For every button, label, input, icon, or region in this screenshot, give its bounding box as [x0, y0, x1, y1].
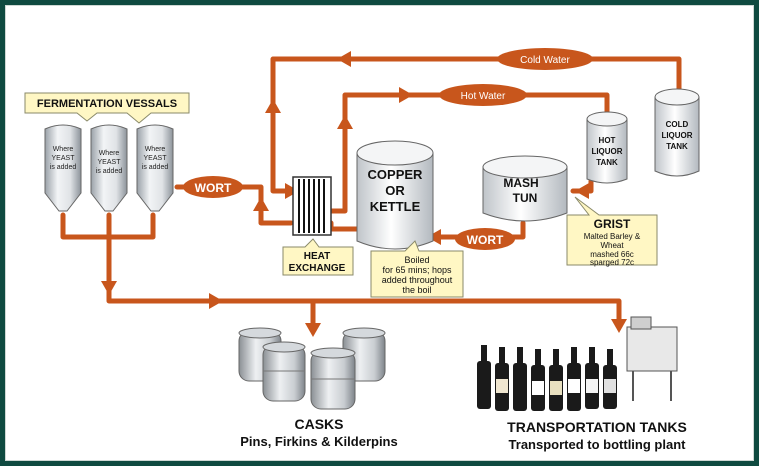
svg-text:WORT: WORT	[195, 181, 232, 195]
transport-title: TRANSPORTATION TANKS	[507, 419, 687, 435]
svg-text:Where: Where	[145, 146, 166, 153]
svg-text:OR: OR	[385, 183, 405, 198]
svg-text:KETTLE: KETTLE	[370, 199, 421, 214]
bottle-1	[477, 345, 491, 409]
svg-text:Where: Where	[53, 146, 74, 153]
svg-text:Cold Water: Cold Water	[520, 55, 570, 66]
wort-label-mash: WORT	[455, 228, 515, 250]
copper-boil-note: Boiled for 65 mins; hops added throughou…	[370, 240, 464, 298]
hot-liquor-tank: HOT LIQUOR TANK	[586, 111, 628, 184]
copper-kettle: COPPER OR KETTLE	[356, 140, 434, 250]
svg-text:YEAST: YEAST	[52, 155, 76, 162]
svg-text:TUN: TUN	[513, 191, 538, 205]
svg-text:LIQUOR: LIQUOR	[661, 131, 692, 140]
flow-arrows	[101, 51, 627, 337]
svg-text:Hot Water: Hot Water	[461, 91, 506, 102]
svg-text:HOT: HOT	[599, 136, 616, 145]
heat-exchange-label: HEAT EXCHANGE	[282, 238, 354, 276]
svg-text:YEAST: YEAST	[144, 155, 168, 162]
bottle-6	[567, 347, 581, 411]
cold-water-label: Cold Water	[497, 48, 593, 70]
casks-subtitle: Pins, Firkins & Kilderpins	[240, 434, 397, 449]
mash-tun: MASH TUN	[482, 155, 568, 222]
heat-exchanger	[292, 176, 332, 236]
svg-text:Wheat: Wheat	[600, 241, 624, 250]
cask-3	[262, 341, 306, 402]
bottle-7	[585, 347, 599, 409]
svg-text:sparged 72c: sparged 72c	[590, 258, 634, 267]
svg-text:HEAT: HEAT	[304, 251, 330, 262]
svg-text:Where: Where	[99, 150, 120, 157]
cold-water-pipe	[270, 56, 682, 194]
svg-text:MASH: MASH	[503, 176, 538, 190]
transport-subtitle: Transported to bottling plant	[509, 437, 687, 452]
svg-text:is added: is added	[50, 164, 77, 171]
wort-label-fermenters: WORT	[183, 176, 243, 198]
svg-text:is added: is added	[96, 168, 123, 175]
bottle-4	[531, 349, 545, 411]
bottle-5	[549, 349, 563, 411]
diagram-frame: Cold Water Hot Water FERMENTATION VESSAL…	[5, 5, 754, 461]
bottle-8	[603, 349, 617, 409]
svg-text:for 65 mins; hops: for 65 mins; hops	[382, 265, 452, 275]
svg-text:GRIST: GRIST	[594, 217, 631, 231]
hot-water-label: Hot Water	[439, 84, 527, 106]
svg-text:Malted Barley &: Malted Barley &	[584, 232, 641, 241]
fermentation-vessel-3: Where YEAST is added	[136, 124, 174, 212]
cold-liquor-tank: COLD LIQUOR TANK	[654, 88, 700, 177]
svg-text:the boil: the boil	[402, 285, 431, 295]
svg-text:COPPER: COPPER	[368, 167, 424, 182]
transport-tank	[626, 316, 678, 401]
fermentation-vessel-1: Where YEAST is added	[44, 124, 82, 212]
casks-title: CASKS	[294, 416, 343, 432]
bottle-2	[495, 347, 509, 411]
svg-text:Boiled: Boiled	[404, 255, 429, 265]
cask-4	[310, 347, 356, 410]
svg-text:YEAST: YEAST	[98, 159, 122, 166]
hot-water-pipe	[318, 92, 610, 214]
fermenter-collector-pipe	[60, 212, 622, 326]
svg-text:LIQUOR: LIQUOR	[591, 147, 622, 156]
svg-text:mashed 66c: mashed 66c	[590, 250, 634, 259]
svg-text:TANK: TANK	[666, 142, 688, 151]
fermentation-title-callout: FERMENTATION VESSALS	[24, 92, 190, 124]
bottles-group	[477, 345, 617, 411]
svg-text:WORT: WORT	[467, 233, 504, 247]
svg-text:COLD: COLD	[666, 120, 689, 129]
svg-text:EXCHANGE: EXCHANGE	[289, 263, 346, 274]
svg-text:TANK: TANK	[596, 158, 618, 167]
bottle-3	[513, 347, 527, 411]
brewing-process-diagram: Cold Water Hot Water FERMENTATION VESSAL…	[24, 48, 700, 452]
copper-to-exchanger-pipe	[328, 220, 360, 232]
casks-group	[238, 327, 386, 410]
svg-text:added throughout: added throughout	[382, 275, 453, 285]
grist-note: GRIST Malted Barley & Wheat mashed 66c s…	[566, 196, 658, 267]
svg-text:is added: is added	[142, 164, 169, 171]
fermentation-vessel-2: Where YEAST is added	[90, 124, 128, 212]
svg-text:FERMENTATION VESSALS: FERMENTATION VESSALS	[37, 98, 177, 110]
